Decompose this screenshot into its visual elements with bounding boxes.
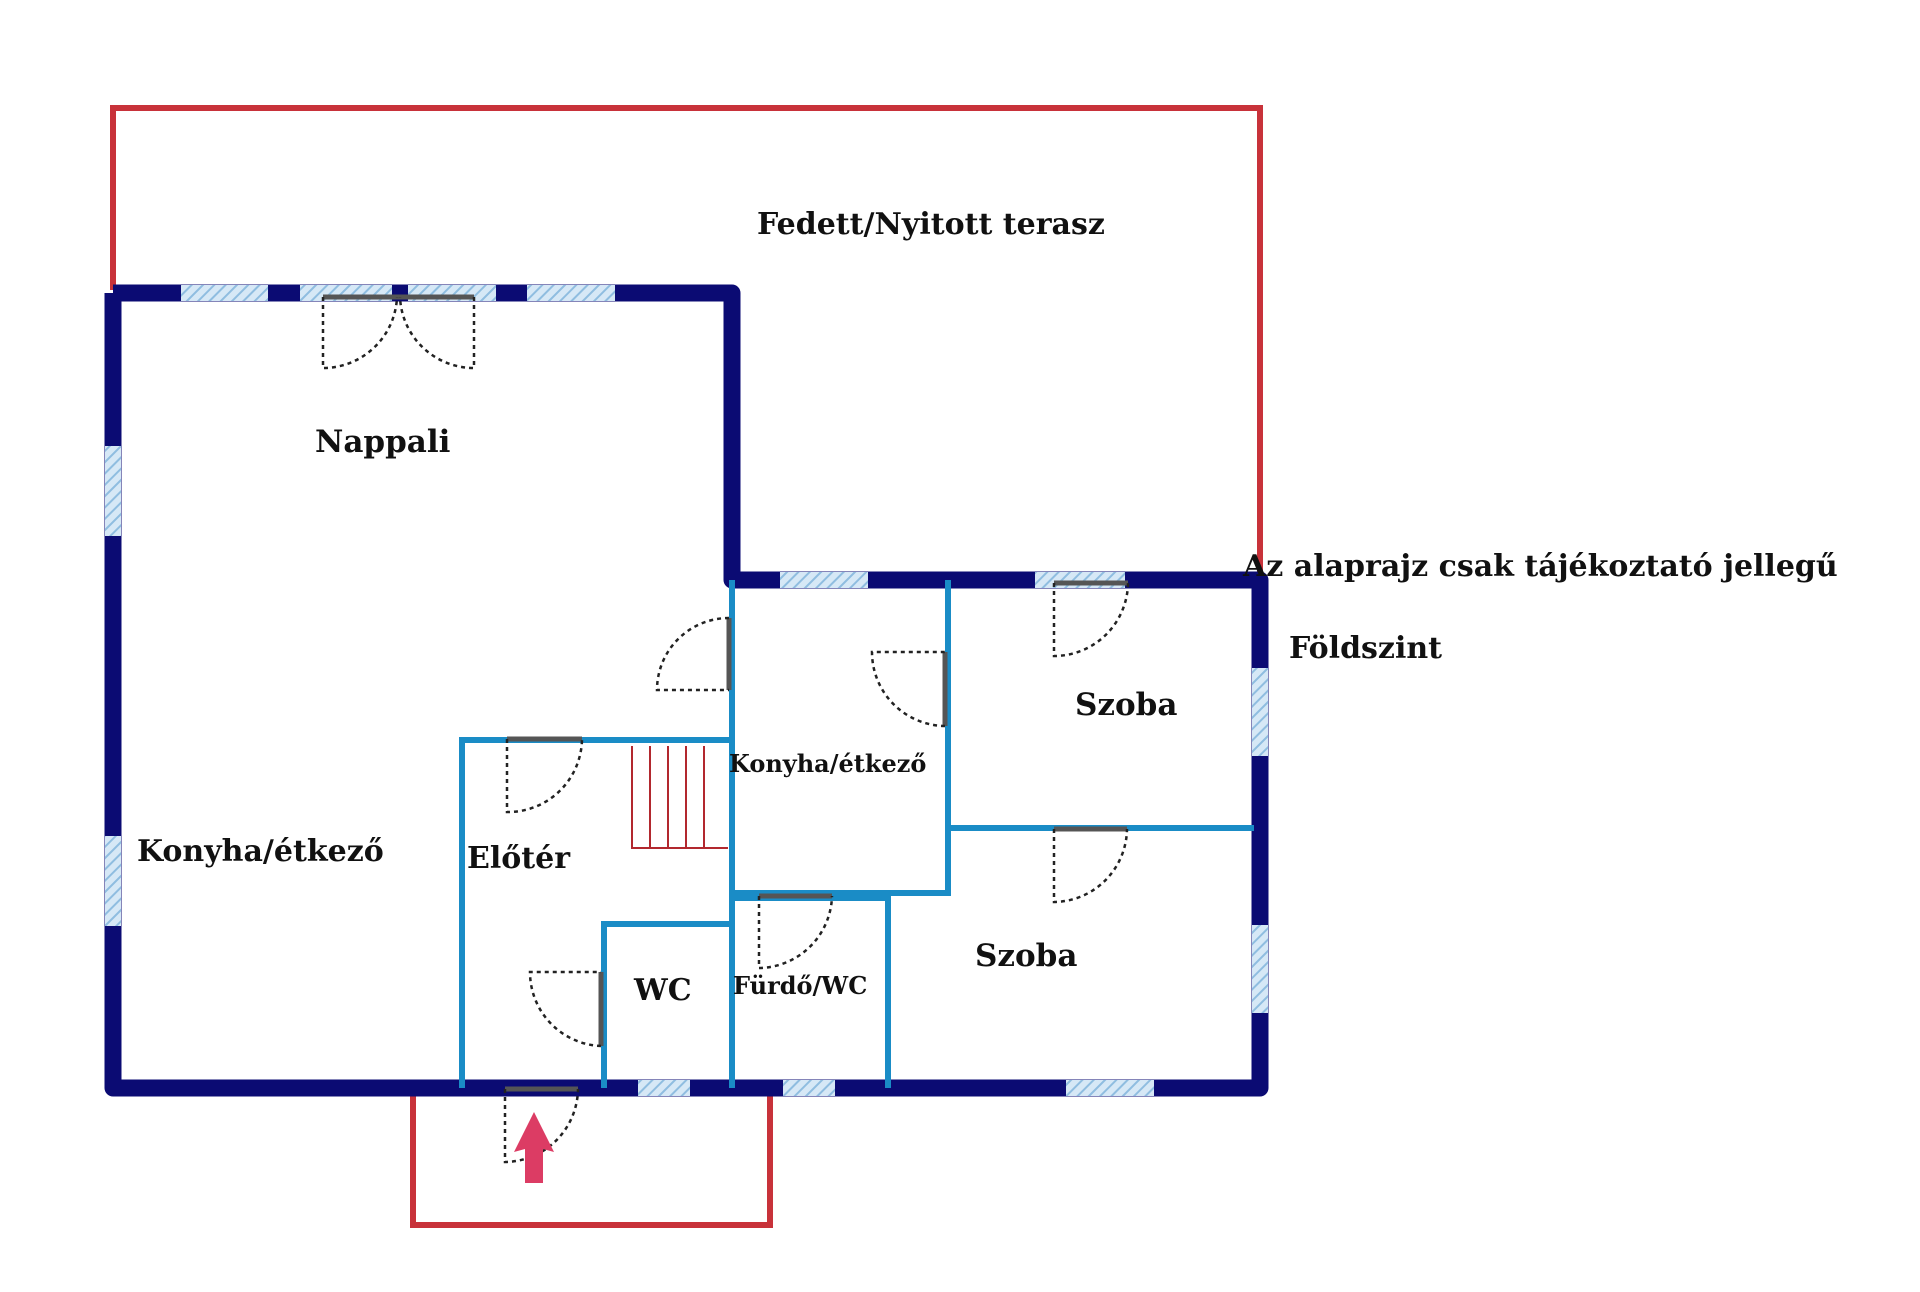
window-icon [1035, 572, 1125, 588]
stairs-icon [631, 746, 728, 849]
entry-porch-outline [410, 1088, 773, 1228]
window-icon [780, 572, 868, 588]
living-room-label: Nappali [315, 424, 450, 460]
room-lower-label: Szoba [975, 938, 1077, 974]
window-icon [1252, 668, 1268, 756]
hall-label: Előtér [467, 841, 571, 876]
window-icon [783, 1080, 835, 1096]
door-swing-icon [1052, 826, 1129, 904]
door-swing-icon [870, 650, 948, 728]
kitchen-center-label: Konyha/étkező [729, 749, 926, 778]
door-swing-icon [1052, 580, 1130, 658]
outer-wall [104, 284, 1269, 1097]
window-icon [105, 446, 121, 536]
window-icon [181, 285, 268, 301]
window-icon [1252, 925, 1268, 1013]
door-swing-icon [757, 893, 834, 970]
door-swing-icon [655, 616, 732, 692]
entry-arrow-icon [514, 1112, 554, 1183]
terrace-label: Fedett/Nyitott terasz [757, 207, 1105, 242]
kitchen-left-label: Konyha/étkező [137, 834, 384, 869]
door-swing-icon [503, 1086, 580, 1164]
window-icon [105, 836, 121, 926]
window-icon [638, 1080, 690, 1096]
room-upper-label: Szoba [1075, 687, 1177, 723]
door-swing-icon [321, 294, 476, 370]
door-swing-icon [528, 970, 604, 1048]
wc-label: WC [633, 973, 692, 1008]
windows [105, 285, 1268, 1096]
bath-label: Fürdő/WC [733, 971, 867, 1000]
doors [321, 294, 1130, 1164]
inner-walls [459, 580, 1254, 1088]
disclaimer-note: Az alaprajz csak tájékoztató jellegű [1242, 549, 1838, 584]
door-swing-icon [505, 736, 584, 814]
window-icon [527, 285, 615, 301]
window-icon [1066, 1080, 1154, 1096]
floor-name: Földszint [1289, 631, 1442, 666]
terrace-outline [110, 105, 1263, 578]
